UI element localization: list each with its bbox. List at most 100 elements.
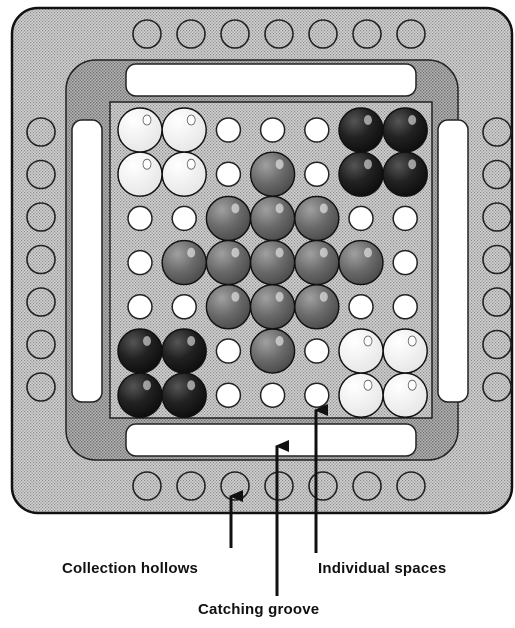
individual-space [216,383,240,407]
grey-ball [251,285,295,329]
collection-hollow-bottom [221,472,249,500]
black-ball [118,373,162,417]
grey-ball [251,152,295,196]
ball-highlight [231,292,239,302]
individual-space [305,339,329,363]
grey-ball [206,196,250,240]
ball-highlight [364,248,372,258]
collection-hollow-left [27,161,55,189]
individual-space [261,383,285,407]
individual-space [216,339,240,363]
white-ball [162,152,206,196]
ball-highlight [408,380,416,390]
white-ball [339,373,383,417]
black-ball [339,108,383,152]
ball-highlight [364,380,372,390]
white-ball [383,329,427,373]
individual-space [393,251,417,275]
collection-hollow-right [483,373,511,401]
collection-hollow-right [483,118,511,146]
white-ball [118,152,162,196]
grey-ball [206,241,250,285]
ball-highlight [187,115,195,125]
ball-highlight [364,159,372,169]
white-ball [339,329,383,373]
label-catching-groove: Catching groove [198,601,319,618]
ball-highlight [364,336,372,346]
grey-ball [295,241,339,285]
individual-space [128,295,152,319]
black-ball [118,329,162,373]
collection-hollow-bottom [353,472,381,500]
black-ball [162,373,206,417]
individual-space [172,295,196,319]
black-ball [162,329,206,373]
groove-slot-top [126,64,416,96]
ball-highlight [187,248,195,258]
grey-ball [251,196,295,240]
groove-slot-bottom [126,424,416,456]
collection-hollow-top [265,20,293,48]
individual-space [349,295,373,319]
ball-highlight [276,248,284,258]
black-ball [383,152,427,196]
individual-space [305,383,329,407]
collection-hollow-bottom [133,472,161,500]
collection-hollow-right [483,288,511,316]
collection-hollow-bottom [177,472,205,500]
ball-highlight [143,115,151,125]
collection-hollow-top [133,20,161,48]
grey-ball [162,241,206,285]
black-ball [383,108,427,152]
grey-ball [251,241,295,285]
collection-hollow-top [221,20,249,48]
ball-highlight [143,380,151,390]
collection-hollow-right [483,203,511,231]
ball-highlight [276,203,284,213]
individual-space [305,162,329,186]
collection-hollow-left [27,246,55,274]
white-ball [383,373,427,417]
individual-space [349,206,373,230]
collection-hollow-left [27,203,55,231]
ball-highlight [187,336,195,346]
individual-space [305,118,329,142]
ball-highlight [276,159,284,169]
ball-highlight [276,336,284,346]
collection-hollow-left [27,373,55,401]
label-individual-spaces: Individual spaces [318,560,446,577]
ball-highlight [231,248,239,258]
ball-highlight [143,336,151,346]
collection-hollow-right [483,161,511,189]
ball-highlight [320,292,328,302]
individual-space [172,206,196,230]
individual-space [128,251,152,275]
collection-hollow-bottom [265,472,293,500]
collection-hollow-top [353,20,381,48]
collection-hollow-right [483,331,511,359]
individual-space [216,118,240,142]
collection-hollow-top [177,20,205,48]
ball-highlight [231,203,239,213]
grey-ball [251,329,295,373]
ball-highlight [320,248,328,258]
black-ball [339,152,383,196]
grey-ball [339,241,383,285]
grey-ball [295,196,339,240]
individual-space [393,206,417,230]
grey-ball [206,285,250,329]
collection-hollow-right [483,246,511,274]
ball-highlight [320,203,328,213]
grey-ball [295,285,339,329]
collection-hollow-top [309,20,337,48]
white-ball [162,108,206,152]
ball-highlight [187,159,195,169]
white-ball [118,108,162,152]
groove-slot-right [438,120,468,402]
individual-space [216,162,240,186]
individual-space [128,206,152,230]
collection-hollow-top [397,20,425,48]
ball-highlight [408,159,416,169]
ball-highlight [364,115,372,125]
